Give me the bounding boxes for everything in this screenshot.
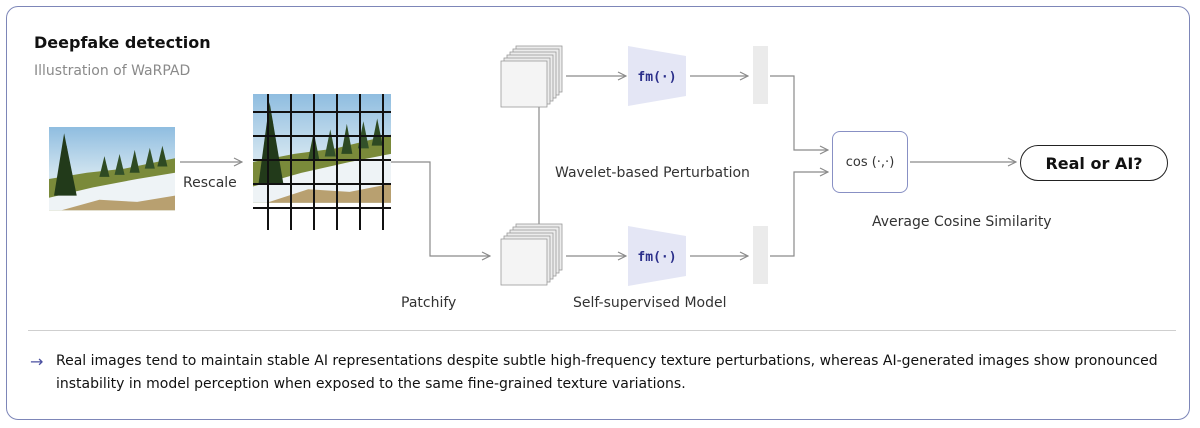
fm-top-label: fm(·) <box>637 70 676 85</box>
figure-title: Deepfake detection <box>34 33 211 52</box>
fm-bottom-block <box>628 226 686 286</box>
cosine-similarity-node: cos (·,·) <box>832 131 908 193</box>
fm-top-block <box>628 46 686 106</box>
input-image <box>49 127 175 211</box>
wavelet-label: Wavelet-based Perturbation <box>555 165 750 181</box>
avg-cosine-label: Average Cosine Similarity <box>872 214 1052 230</box>
patch-grid <box>253 94 391 230</box>
self-supervised-label: Self-supervised Model <box>573 295 727 311</box>
perturbed-patch-stack <box>500 45 563 108</box>
figure-card <box>6 6 1190 420</box>
arrow-right-icon: → <box>30 352 44 371</box>
figure-subtitle: Illustration of WaRPAD <box>34 63 191 79</box>
embedding-top-to-cos <box>770 75 828 150</box>
embedding-bottom-to-cos <box>770 172 828 257</box>
embedding-top <box>753 46 768 104</box>
rescaled-image <box>253 94 391 203</box>
patchify-arrow <box>391 161 490 256</box>
output-node: Real or AI? <box>1020 145 1168 181</box>
rescale-label: Rescale <box>183 175 237 191</box>
fm-bottom-label: fm(·) <box>637 250 676 265</box>
section-divider <box>28 330 1176 331</box>
original-patch-stack <box>500 223 563 286</box>
caption-note: Real images tend to maintain stable AI r… <box>56 353 1158 392</box>
patchify-label: Patchify <box>401 295 457 311</box>
embedding-bottom <box>753 226 768 284</box>
